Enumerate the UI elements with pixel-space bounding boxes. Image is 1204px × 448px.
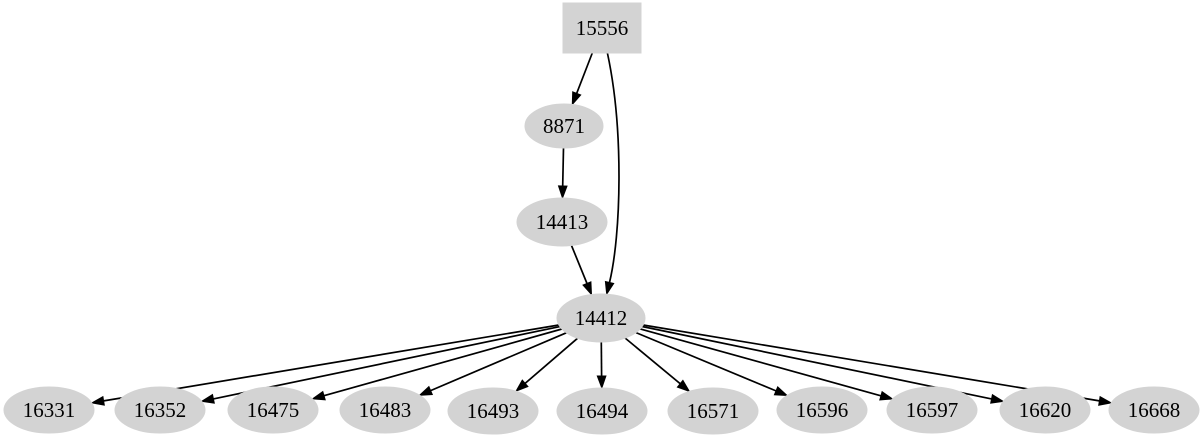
node-14413: 14413 (517, 198, 607, 246)
edge-8871-14413 (559, 148, 568, 198)
arrowhead-icon (583, 282, 592, 295)
node-label: 16597 (906, 398, 959, 422)
arrowhead-icon (991, 395, 1004, 403)
edge-14412-16597 (640, 329, 892, 400)
arrowhead-icon (605, 282, 613, 295)
node-16597: 16597 (887, 387, 977, 433)
edge-line (572, 246, 588, 284)
node-label: 16493 (467, 399, 520, 423)
edge-line (563, 148, 564, 186)
node-label: 14412 (575, 306, 628, 330)
edge-14412-16475 (313, 329, 562, 400)
node-16483: 16483 (340, 387, 430, 433)
edge-14412-16494 (597, 342, 606, 388)
node-label: 16596 (796, 398, 849, 422)
edge-14412-16571 (625, 338, 689, 391)
node-8871: 8871 (525, 104, 603, 148)
node-label: 16352 (134, 398, 187, 422)
arrowhead-icon (420, 387, 433, 396)
edge-14412-16493 (516, 338, 578, 391)
arrowhead-icon (597, 376, 606, 388)
edge-line (431, 333, 567, 391)
edge-line (525, 338, 577, 383)
edge-line (577, 53, 593, 93)
node-16620: 16620 (1000, 387, 1090, 433)
arrowhead-icon (880, 392, 893, 400)
node-14412: 14412 (557, 294, 645, 342)
node-16668: 16668 (1109, 387, 1199, 433)
node-label: 15556 (576, 16, 629, 40)
node-label: 16483 (359, 398, 412, 422)
edge-line (607, 53, 619, 283)
node-16571: 16571 (668, 388, 758, 434)
edge-15556-14412 (605, 53, 619, 294)
arrowhead-icon (572, 92, 580, 105)
node-16352: 16352 (115, 387, 205, 433)
node-label: 16331 (23, 398, 76, 422)
node-16475: 16475 (228, 387, 318, 433)
node-label: 16475 (247, 398, 300, 422)
node-label: 16620 (1019, 398, 1072, 422)
arrowhead-icon (313, 392, 326, 400)
node-16331: 16331 (4, 387, 94, 433)
node-16596: 16596 (777, 387, 867, 433)
edge-14413-14412 (572, 246, 592, 295)
node-label: 16668 (1128, 398, 1181, 422)
arrowhead-icon (202, 395, 215, 404)
edge-line (636, 333, 776, 391)
edge-15556-8871 (572, 53, 592, 105)
edge-line (625, 338, 680, 384)
node-label: 8871 (543, 114, 585, 138)
node-16494: 16494 (557, 388, 647, 434)
node-16493: 16493 (448, 388, 538, 434)
arrowhead-icon (774, 387, 787, 396)
arrowhead-icon (559, 186, 568, 198)
node-label: 16494 (576, 399, 629, 423)
node-label: 14413 (536, 210, 589, 234)
node-label: 16571 (687, 399, 740, 423)
arrowhead-icon (1099, 397, 1112, 406)
node-15556: 15556 (563, 3, 641, 53)
arrowhead-icon (92, 397, 105, 405)
edge-line (640, 329, 881, 396)
edge-14412-16483 (420, 333, 567, 396)
